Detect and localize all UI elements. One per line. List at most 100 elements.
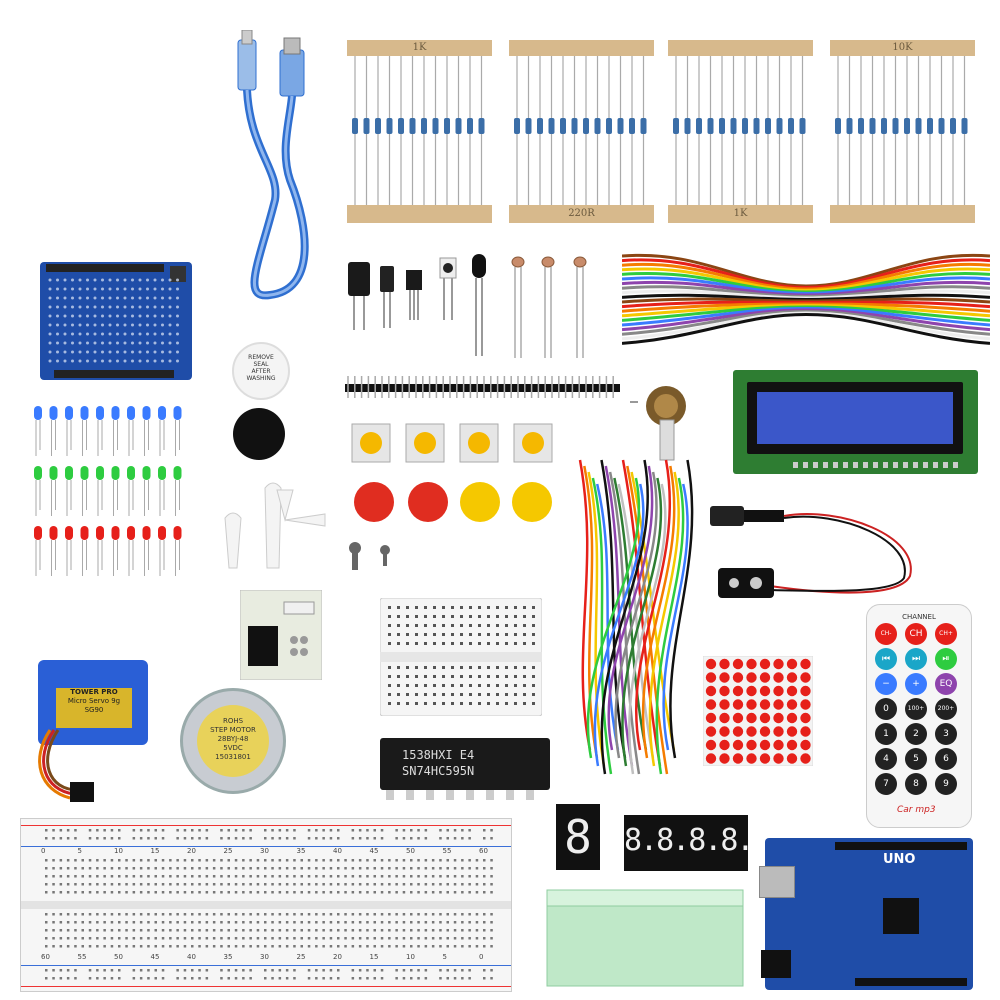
small-components bbox=[348, 254, 587, 358]
resistor-body bbox=[409, 118, 416, 134]
column-number: 20 bbox=[187, 847, 196, 855]
resistor-body bbox=[904, 118, 910, 134]
transistor bbox=[406, 270, 422, 320]
resistor-body bbox=[571, 118, 578, 134]
stepper-label: ROHS STEP MOTOR 28BYJ-48 5VDC 15031801 bbox=[197, 705, 269, 777]
resistor-body bbox=[696, 118, 702, 134]
sticker-line: WASHING bbox=[246, 375, 276, 382]
resistor-body bbox=[835, 118, 841, 134]
column-number: 0 bbox=[479, 953, 484, 961]
column-number: 10 bbox=[114, 847, 123, 855]
buzzer-sticker: REMOVE SEAL AFTER WASHING bbox=[234, 354, 288, 382]
ic-line-1: 1538HXI E4 bbox=[402, 748, 475, 762]
resistor-body bbox=[514, 118, 520, 134]
remote-key[interactable]: 200+ bbox=[935, 698, 957, 720]
seven-segment-single: 8 bbox=[556, 804, 600, 870]
column-number: 30 bbox=[260, 953, 269, 961]
resistor-body bbox=[455, 118, 462, 134]
ic-chip-74hc595: 1538HXI E4 SN74HC595N bbox=[380, 738, 550, 790]
column-number: 45 bbox=[369, 847, 379, 855]
remote-key[interactable]: + bbox=[905, 673, 927, 695]
resistor-body bbox=[617, 118, 624, 134]
remote-key[interactable]: 7 bbox=[875, 773, 897, 795]
potentiometer bbox=[630, 386, 686, 461]
component-storage-box bbox=[546, 889, 744, 987]
resistor-strip-top-label: 10K bbox=[892, 42, 913, 53]
resistor-body bbox=[548, 118, 555, 134]
resistor-strip-4: 10K bbox=[830, 40, 975, 225]
column-number: 50 bbox=[114, 953, 123, 961]
resistor-body bbox=[938, 118, 945, 134]
resistor-body bbox=[915, 118, 922, 134]
ir-led bbox=[472, 254, 486, 356]
breadboard-holes bbox=[45, 829, 493, 980]
servo-label: TOWER PRO Micro Servo 9g SG90 bbox=[56, 688, 132, 728]
photoresistors bbox=[511, 256, 587, 268]
resistor-body bbox=[881, 118, 887, 134]
remote-key[interactable]: ⏯ bbox=[935, 648, 957, 670]
resistor-body bbox=[742, 118, 748, 134]
remote-key[interactable]: CH+ bbox=[935, 623, 957, 645]
remote-key[interactable]: 100+ bbox=[905, 698, 927, 720]
resistor-body bbox=[753, 118, 760, 134]
resistor-strip-graphic bbox=[347, 40, 492, 223]
remote-key[interactable]: 2 bbox=[905, 723, 927, 745]
column-number: 15 bbox=[150, 847, 160, 855]
remote-key[interactable]: − bbox=[875, 673, 897, 695]
remote-key[interactable]: 3 bbox=[935, 723, 957, 745]
button-caps bbox=[354, 482, 552, 522]
resistor-body bbox=[950, 118, 956, 134]
column-number: 35 bbox=[296, 847, 306, 855]
column-number: 20 bbox=[333, 953, 342, 961]
resistor-body bbox=[583, 118, 589, 134]
column-number: 40 bbox=[333, 847, 342, 855]
remote-key[interactable]: 1 bbox=[875, 723, 897, 745]
stepper-line: 5VDC bbox=[223, 744, 243, 752]
resistor-body bbox=[892, 118, 899, 134]
mini-breadboard bbox=[380, 598, 542, 716]
column-number: 50 bbox=[406, 847, 415, 855]
resistor-strip-graphic bbox=[509, 40, 654, 223]
ic-line-2: SN74HC595N bbox=[402, 764, 475, 778]
remote-key[interactable]: 8 bbox=[905, 773, 927, 795]
passive-buzzer: REMOVE SEAL AFTER WASHING bbox=[232, 342, 290, 400]
ic-pins bbox=[386, 790, 544, 800]
resistor-strip-3: 1K bbox=[668, 40, 813, 225]
pin-header bbox=[345, 376, 620, 398]
lcd-pin-row bbox=[793, 462, 963, 468]
resistor-body bbox=[776, 118, 783, 134]
resistor-body bbox=[684, 118, 691, 134]
stepper-line: ROHS bbox=[222, 717, 244, 725]
led-grid bbox=[34, 406, 182, 576]
servo-sg90: TOWER PRO Micro Servo 9g SG90 bbox=[38, 660, 148, 745]
center-channel bbox=[21, 901, 511, 909]
remote-key[interactable]: 9 bbox=[935, 773, 957, 795]
resistor-body bbox=[869, 118, 876, 134]
proto-shield bbox=[40, 262, 192, 380]
column-number: 55 bbox=[77, 953, 87, 961]
power-rail-bottom bbox=[21, 965, 511, 987]
column-number: 5 bbox=[442, 953, 447, 961]
resistor-body bbox=[352, 118, 358, 134]
servo-model-line: Micro Servo 9g bbox=[67, 697, 121, 705]
remote-key[interactable]: 0 bbox=[875, 698, 897, 720]
arduino-uno-board: UNO bbox=[759, 838, 973, 990]
remote-key[interactable]: CH- bbox=[875, 623, 897, 645]
remote-key[interactable]: CH bbox=[905, 623, 927, 645]
lcd-1602-module bbox=[733, 370, 978, 474]
remote-key[interactable]: 5 bbox=[905, 748, 927, 770]
remote-key[interactable]: EQ bbox=[935, 673, 957, 695]
resistor-body bbox=[799, 118, 806, 134]
electrolytic-capacitor bbox=[348, 262, 370, 330]
resistor-body bbox=[846, 118, 853, 134]
remote-key[interactable]: 6 bbox=[935, 748, 957, 770]
remote-key[interactable]: ⏭ bbox=[905, 648, 927, 670]
header-bottom bbox=[855, 978, 967, 986]
uno-label: UNO bbox=[883, 852, 916, 867]
resistor-body bbox=[765, 118, 771, 134]
remote-key[interactable]: ⏮ bbox=[875, 648, 897, 670]
resistor-body bbox=[606, 118, 612, 134]
remote-key[interactable]: 4 bbox=[875, 748, 897, 770]
